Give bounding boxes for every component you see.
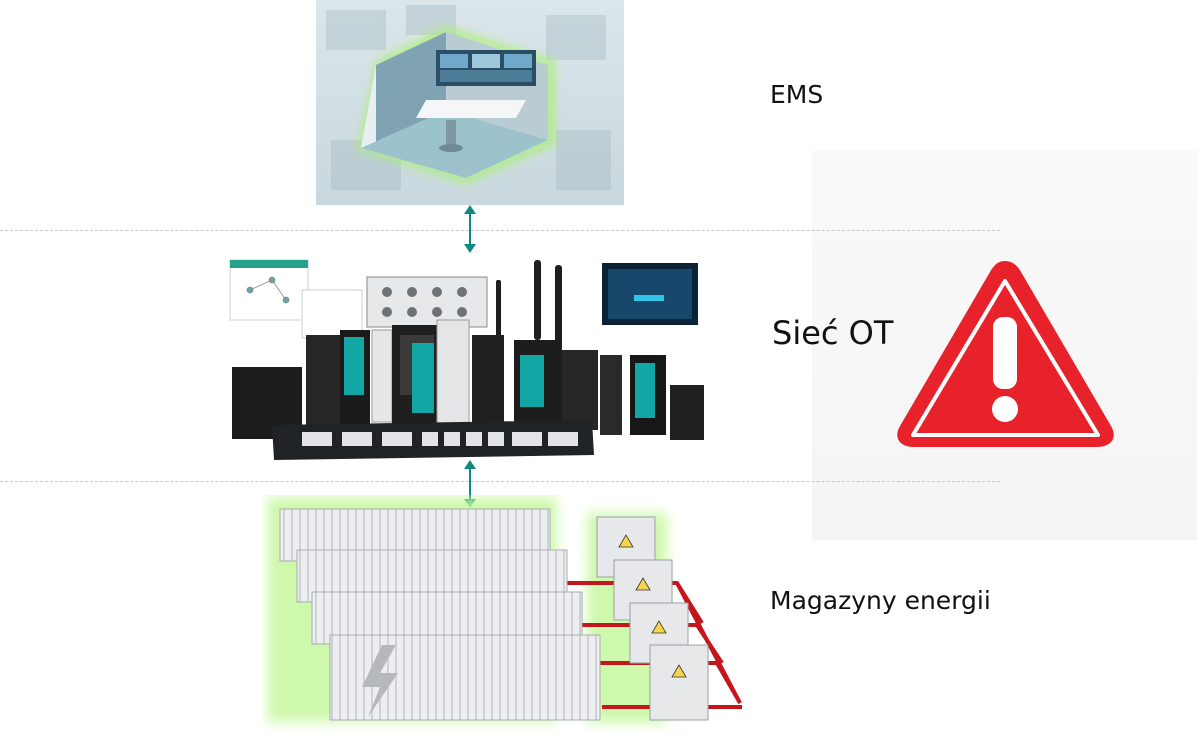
- warning-icon: [897, 261, 1114, 447]
- layer-divider-top: [0, 230, 1000, 231]
- ot-network-label: Sieć OT: [772, 314, 894, 352]
- energy-storage-label: Magazyny energii: [770, 586, 991, 615]
- connector-arrow-ems-ot: [464, 205, 476, 253]
- network-devices-icon: [229, 259, 704, 460]
- control-room-icon: [316, 0, 624, 205]
- layer-divider-bottom: [0, 481, 1000, 482]
- battery-container-icon: [267, 497, 742, 723]
- ems-label: EMS: [770, 80, 824, 109]
